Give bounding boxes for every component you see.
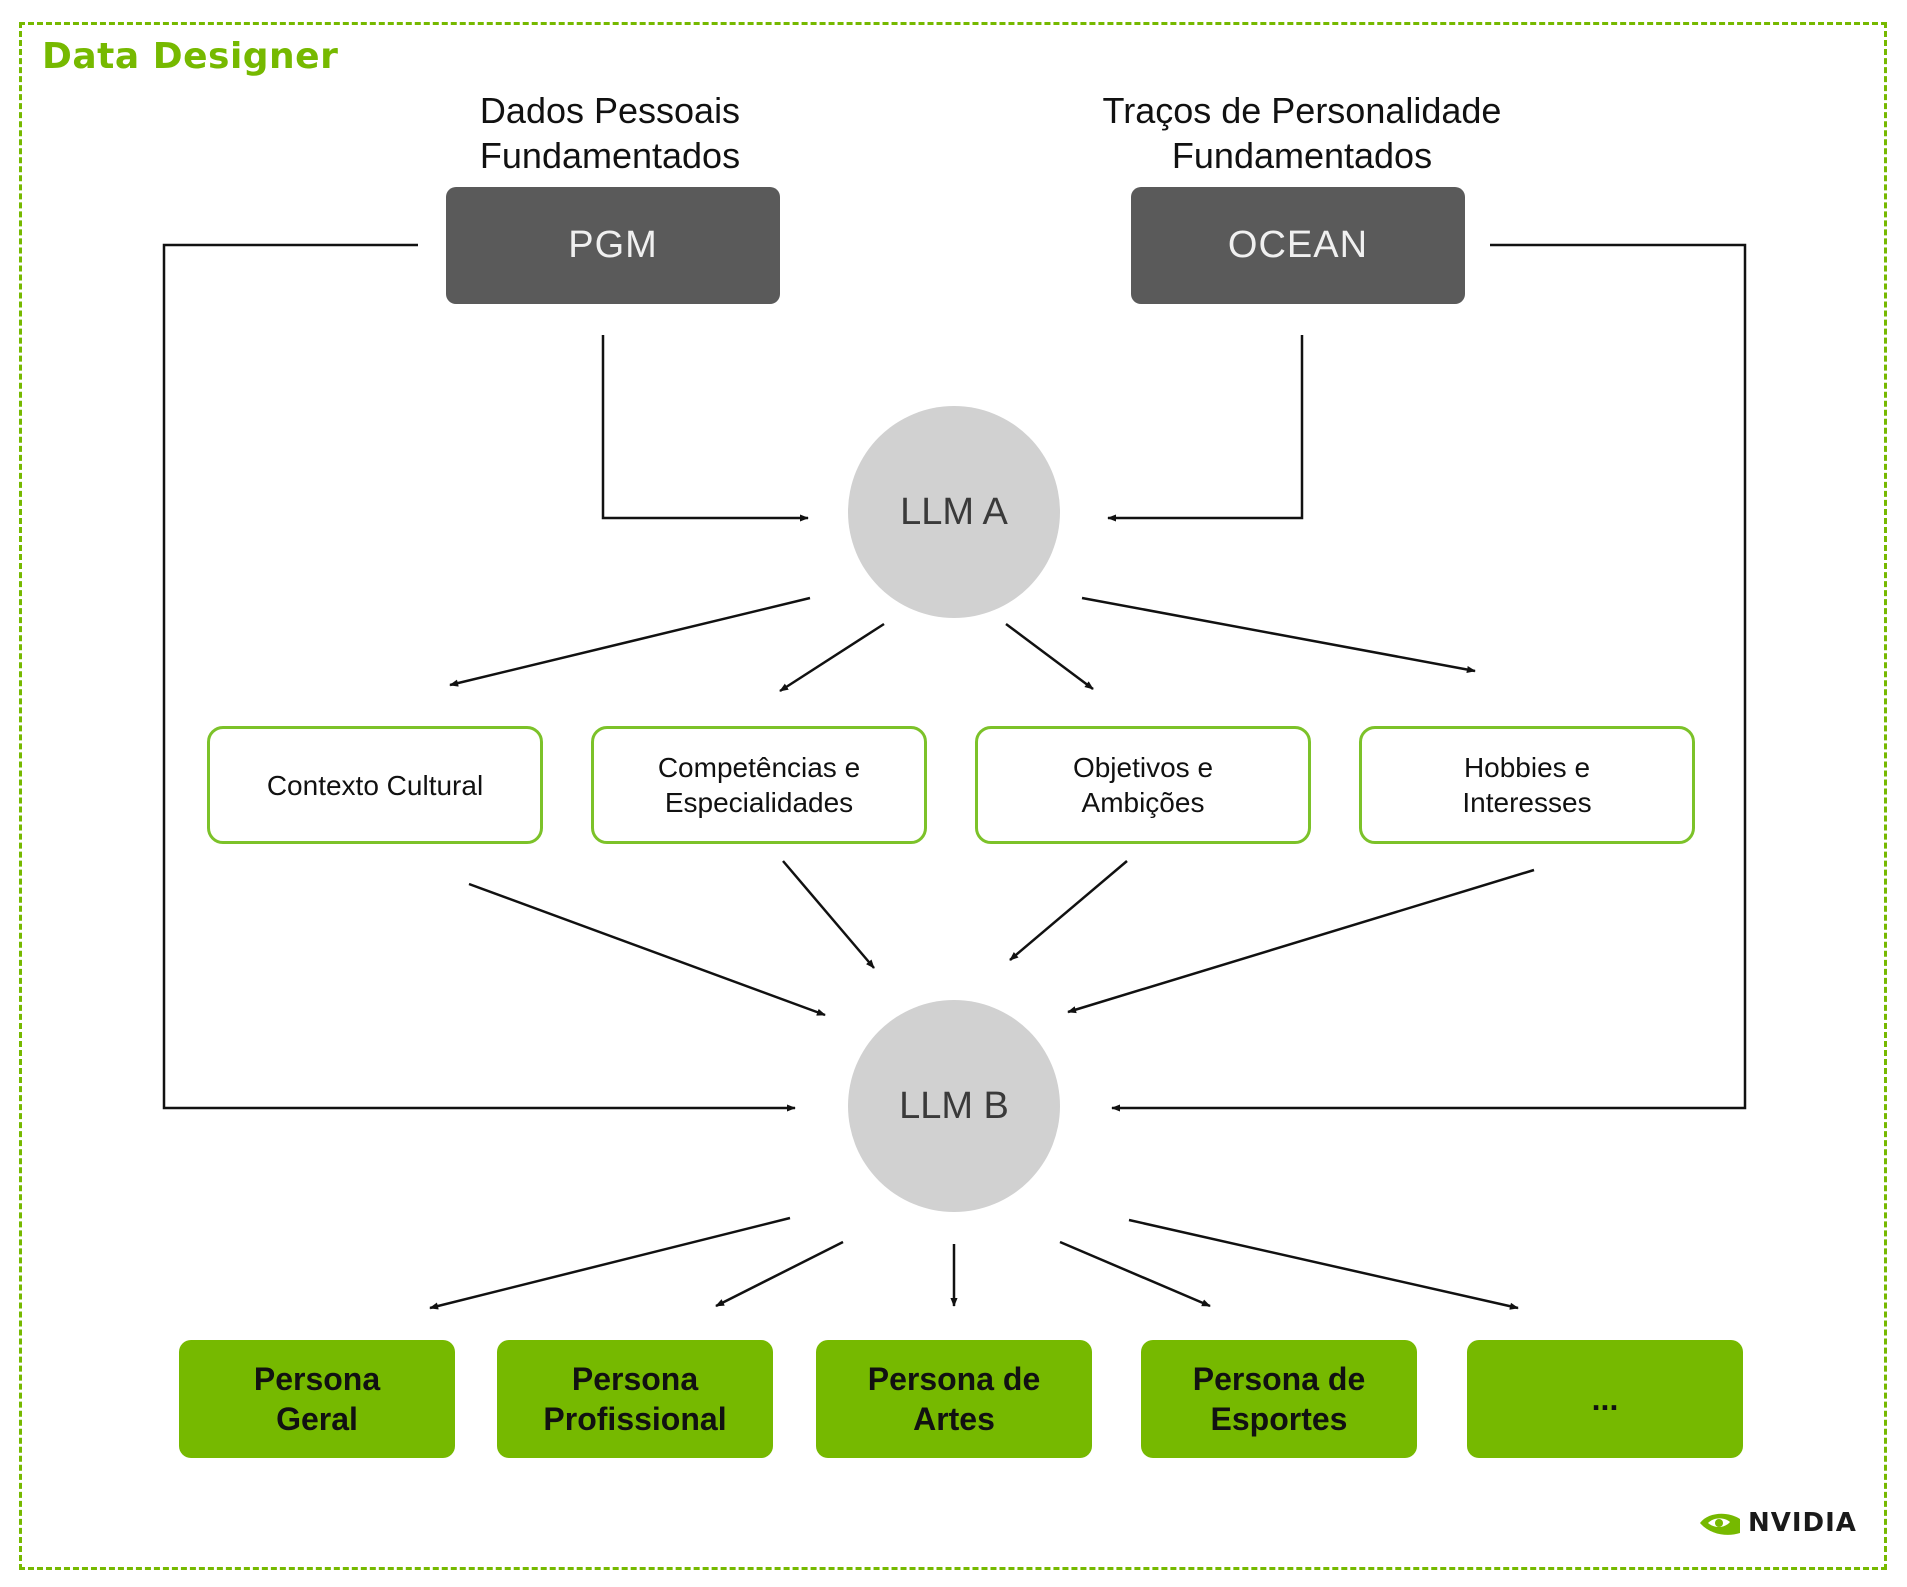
pgm-to-llm-a-arrow: [601, 335, 809, 522]
attribute-hobbies: Hobbies e Interesses: [1359, 726, 1695, 844]
attribute-label-line1: Contexto Cultural: [266, 769, 484, 801]
persona-label-line2: Artes: [913, 1401, 995, 1437]
cultural-to-llm-b-arrow: [468, 882, 826, 1017]
llm-b-to-profissional-arrow: [715, 1240, 844, 1308]
attribute-label-line1: Competências e: [657, 752, 861, 783]
persona-label-line1: Persona de: [1192, 1361, 1366, 1397]
skills-to-llm-b-arrow: [782, 860, 875, 969]
persona-label-line2: Esportes: [1210, 1401, 1348, 1437]
llm-b-to-geral-arrow: [429, 1216, 791, 1310]
llm-a-to-goals-arrow: [1005, 622, 1094, 691]
persona-general: Persona Geral: [179, 1340, 455, 1458]
persona-sports: Persona de Esportes: [1141, 1340, 1417, 1458]
llm-a-to-cultural-arrow: [449, 596, 811, 687]
ocean-to-llm-a-arrow: [1107, 335, 1304, 522]
attribute-label-line2: Interesses: [1462, 787, 1592, 818]
persona-label-line1: ...: [1591, 1381, 1619, 1417]
attribute-cultural-context: Contexto Cultural: [207, 726, 543, 844]
nvidia-logo: NVIDIA: [1698, 1508, 1857, 1538]
attribute-label-line2: Ambições: [1081, 787, 1205, 818]
nvidia-wordmark: NVIDIA: [1748, 1508, 1857, 1538]
attribute-label-line2: Especialidades: [664, 787, 854, 818]
attribute-label-line1: Objetivos e: [1072, 752, 1214, 783]
ocean-caption-line2: Fundamentados: [1171, 135, 1433, 176]
ocean-box: OCEAN: [1131, 187, 1465, 304]
pgm-caption: Dados Pessoais Fundamentados: [400, 88, 820, 178]
ocean-caption: Traços de Personalidade Fundamentados: [1052, 88, 1552, 178]
llm-b-node: LLM B: [848, 1000, 1060, 1212]
attribute-label-line1: Hobbies e: [1463, 752, 1591, 783]
persona-label-line1: Persona: [571, 1361, 699, 1397]
ocean-to-llm-b-arrow: [1111, 243, 1747, 1112]
persona-label-line2: Profissional: [543, 1401, 727, 1437]
llm-a-to-hobbies-arrow: [1081, 596, 1476, 674]
persona-professional: Persona Profissional: [497, 1340, 773, 1458]
llm-a-node: LLM A: [848, 406, 1060, 618]
frame-title: Data Designer: [42, 36, 339, 77]
data-designer-frame: [19, 22, 1887, 1570]
attribute-skills: Competências e Especialidades: [591, 726, 927, 844]
attribute-goals: Objetivos e Ambições: [975, 726, 1311, 844]
pgm-to-llm-b-arrow: [162, 243, 796, 1112]
persona-label-line1: Persona: [253, 1361, 381, 1397]
persona-label-line2: Geral: [276, 1401, 358, 1437]
persona-arts: Persona de Artes: [816, 1340, 1092, 1458]
pgm-box: PGM: [446, 187, 780, 304]
llm-b-to-esportes-arrow: [1059, 1240, 1211, 1308]
llm-b-to-more-arrow: [1128, 1218, 1519, 1310]
goals-to-llm-b-arrow: [1009, 860, 1128, 961]
persona-more: ...: [1467, 1340, 1743, 1458]
pgm-caption-line2: Fundamentados: [479, 135, 741, 176]
llm-a-to-skills-arrow: [779, 622, 885, 693]
pgm-caption-line1: Dados Pessoais: [479, 90, 741, 131]
nvidia-eye-icon: [1700, 1513, 1740, 1535]
ocean-caption-line1: Traços de Personalidade: [1102, 90, 1502, 131]
hobbies-to-llm-b-arrow: [1067, 868, 1535, 1014]
persona-label-line1: Persona de: [867, 1361, 1041, 1397]
